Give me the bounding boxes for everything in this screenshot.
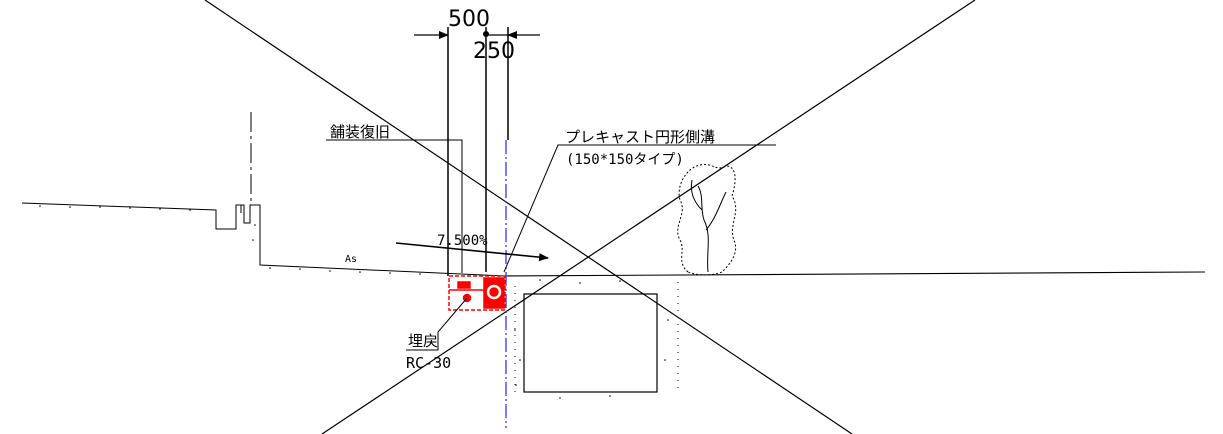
ground-surface (21, 112, 1206, 277)
slope-label: 7.500% (437, 233, 488, 249)
backfill-material-label: RC-30 (406, 354, 451, 372)
backfill-label: 埋戻 (408, 332, 438, 350)
subgrade-dots (39, 205, 669, 399)
precast-gutter-label: プレキャスト円形側溝 (565, 128, 715, 146)
dimension-500-label: 500 (448, 7, 490, 32)
surface-label: As (345, 254, 357, 265)
slope-arrow (395, 242, 549, 262)
underground-box-structure (523, 293, 658, 393)
dimension-lines (414, 27, 540, 276)
leader-lines (326, 139, 776, 351)
construction-lines (204, 0, 976, 434)
pavement-restoration-label: 舗装復旧 (330, 123, 390, 141)
precast-gutter-structure (448, 275, 506, 311)
dimension-node (483, 31, 489, 37)
gutter-type-label: (150*150タイプ) (566, 152, 684, 168)
dimension-250-label: 250 (473, 39, 515, 64)
tree-icon (677, 163, 737, 276)
